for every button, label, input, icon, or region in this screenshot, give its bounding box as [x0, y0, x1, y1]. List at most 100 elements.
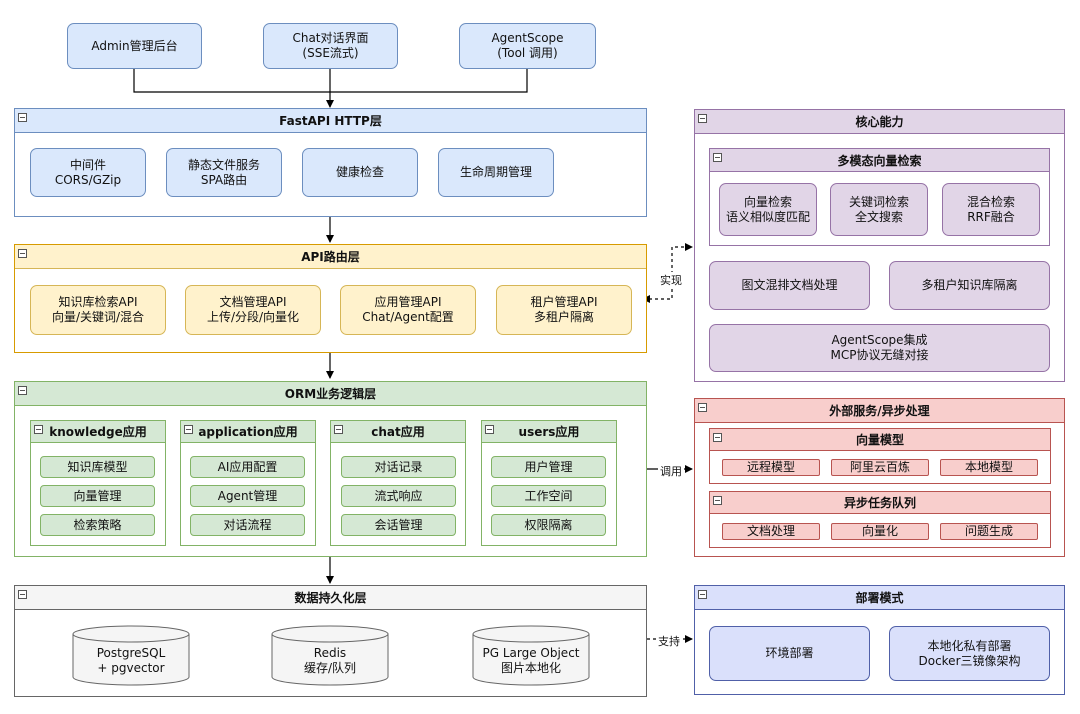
deploy-item-label-1: 本地化私有部署: [927, 638, 1012, 653]
core-item-label: 多租户知识库隔离: [921, 278, 1018, 292]
deployment-title: 部署模式: [855, 591, 904, 605]
orm-item-label: 对话流程: [223, 517, 272, 532]
collapse-icon[interactable]: [713, 496, 722, 505]
api-item-label-1: 租户管理API: [530, 295, 598, 309]
vector-item-semantic: 向量检索 语义相似度匹配: [719, 183, 817, 236]
async-queue-title: 异步任务队列: [843, 496, 916, 510]
db-label-2: + pgvector: [97, 661, 165, 675]
orm-item-label: 流式响应: [374, 488, 423, 503]
api-item-document: 文档管理API 上传/分段/向量化: [185, 285, 321, 335]
client-admin: Admin管理后台: [67, 23, 202, 69]
model-item-label: 远程模型: [746, 460, 795, 474]
collapse-icon[interactable]: [18, 386, 27, 395]
orm-item: AI应用配置: [190, 456, 305, 478]
queue-item-label: 文档处理: [746, 524, 795, 538]
model-item-label: 阿里云百炼: [849, 460, 910, 474]
model-item-label: 本地模型: [964, 460, 1013, 474]
fastapi-item-label-2: SPA路由: [200, 172, 248, 187]
api-item-label-2: Chat/Agent配置: [362, 310, 454, 324]
db-label-2: 图片本地化: [500, 661, 561, 675]
client-agentscope-label-2: (Tool 调用): [497, 46, 558, 60]
queue-item-label: 问题生成: [964, 524, 1013, 538]
orm-item: 向量管理: [40, 485, 155, 507]
client-chat-label-1: Chat对话界面: [292, 31, 369, 45]
api-layer-title: API路由层: [301, 250, 360, 264]
collapse-icon[interactable]: [698, 590, 707, 599]
collapse-icon[interactable]: [698, 403, 707, 412]
api-item-tenant: 租户管理API 多租户隔离: [496, 285, 632, 335]
orm-item: Agent管理: [190, 485, 305, 507]
api-item-application: 应用管理API Chat/Agent配置: [340, 285, 476, 335]
collapse-icon[interactable]: [334, 425, 343, 434]
api-item-label-1: 知识库检索API: [58, 295, 138, 309]
edge-label-call: 调用: [658, 463, 684, 479]
external-services-title: 外部服务/异步处理: [829, 404, 930, 418]
vector-retrieval-title: 多模态向量检索: [837, 153, 922, 168]
fastapi-layer-title: FastAPI HTTP层: [279, 114, 382, 128]
db-label-2: 缓存/队列: [303, 661, 357, 675]
orm-group-title: users应用: [518, 425, 580, 439]
orm-item-label: AI应用配置: [217, 459, 278, 474]
client-chat-label-2: (SSE流式): [302, 46, 359, 60]
edge-agent-fastapi: [330, 68, 528, 93]
vector-model-title: 向量模型: [855, 433, 904, 447]
api-item-retrieval: 知识库检索API 向量/关键词/混合: [30, 285, 166, 335]
orm-item-label: 会话管理: [374, 517, 423, 532]
db-label-1: Redis: [313, 646, 347, 660]
api-item-label-2: 多租户隔离: [533, 310, 594, 324]
orm-item-label: 向量管理: [73, 488, 122, 503]
fastapi-item-label-1: 中间件: [69, 157, 106, 172]
edge-admin-fastapi: [133, 68, 330, 93]
orm-item-label: 检索策略: [73, 517, 122, 532]
vector-item-label-2: 语义相似度匹配: [725, 209, 810, 224]
db-cylinder-postgresql: PostgreSQL + pgvector: [72, 625, 190, 687]
collapse-icon[interactable]: [698, 114, 707, 123]
orm-layer-title: ORM业务逻辑层: [284, 387, 377, 401]
data-layer-title: 数据持久化层: [294, 591, 367, 605]
deploy-item-label-2: Docker三镜像架构: [918, 653, 1021, 668]
api-item-label-1: 文档管理API: [219, 295, 287, 309]
collapse-icon[interactable]: [18, 590, 27, 599]
collapse-icon[interactable]: [713, 153, 722, 162]
core-item-label-2: MCP协议无缝对接: [830, 348, 929, 362]
collapse-icon[interactable]: [713, 433, 722, 442]
collapse-icon[interactable]: [18, 249, 27, 258]
model-item-remote: 远程模型: [722, 459, 820, 476]
orm-item: 对话流程: [190, 514, 305, 536]
fastapi-item-static: 静态文件服务 SPA路由: [166, 148, 282, 197]
orm-group-title: application应用: [198, 425, 298, 439]
fastapi-item-label-1: 生命周期管理: [459, 165, 532, 179]
api-item-label-2: 上传/分段/向量化: [206, 310, 300, 324]
orm-item: 用户管理: [491, 456, 606, 478]
db-label-1: PG Large Object: [482, 646, 580, 660]
orm-item-label: 权限隔离: [524, 517, 573, 532]
queue-item-label: 向量化: [861, 524, 898, 538]
database-icon: [271, 625, 389, 686]
queue-item-question: 问题生成: [940, 523, 1038, 540]
database-icon: [72, 625, 190, 686]
orm-group-title: knowledge应用: [49, 425, 147, 439]
deploy-item-env: 环境部署: [709, 626, 870, 681]
db-cylinder-pg-large-object: PG Large Object 图片本地化: [472, 625, 590, 687]
core-capability-title: 核心能力: [855, 115, 904, 129]
edge-label-support: 支持: [656, 633, 682, 649]
orm-item-label: 知识库模型: [67, 459, 128, 474]
vector-item-label-2: 全文搜索: [854, 209, 903, 224]
vector-item-label-1: 向量检索: [743, 194, 792, 209]
orm-item: 对话记录: [341, 456, 456, 478]
collapse-icon[interactable]: [485, 425, 494, 434]
fastapi-item-lifecycle: 生命周期管理: [438, 148, 554, 197]
collapse-icon[interactable]: [34, 425, 43, 434]
client-agentscope: AgentScope (Tool 调用): [459, 23, 596, 69]
orm-item: 知识库模型: [40, 456, 155, 478]
db-label-1: PostgreSQL: [96, 646, 166, 660]
collapse-icon[interactable]: [184, 425, 193, 434]
client-chat: Chat对话界面 (SSE流式): [263, 23, 398, 69]
orm-item-label: Agent管理: [217, 488, 278, 503]
fastapi-item-health: 健康检查: [302, 148, 418, 197]
core-item-doc-processing: 图文混排文档处理: [709, 261, 870, 310]
collapse-icon[interactable]: [18, 113, 27, 122]
vector-item-hybrid: 混合检索 RRF融合: [942, 183, 1040, 236]
orm-item: 权限隔离: [491, 514, 606, 536]
vector-item-label-1: 混合检索: [966, 194, 1015, 209]
